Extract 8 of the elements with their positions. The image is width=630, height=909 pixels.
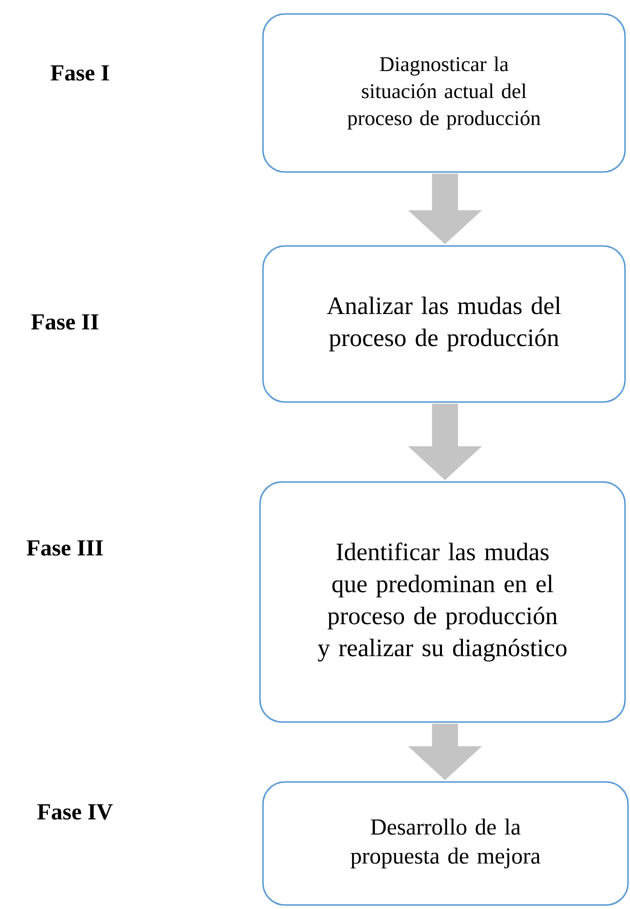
process-box: Identificar las mudas que predominan en el proceso de producción y realizar su diagnóstico bbox=[259, 481, 626, 723]
phase-label: Fase I bbox=[50, 65, 109, 81]
process-box: Analizar las mudas del proceso de producción bbox=[262, 245, 626, 403]
process-box: Desarrollo de la propuesta de mejora bbox=[262, 781, 629, 906]
phase-label: Fase III bbox=[26, 540, 103, 556]
phase-label: Fase II bbox=[31, 314, 98, 330]
process-box: Diagnosticar la situación actual del proceso de producción bbox=[262, 13, 626, 173]
phase-label: Fase IV bbox=[37, 804, 113, 820]
